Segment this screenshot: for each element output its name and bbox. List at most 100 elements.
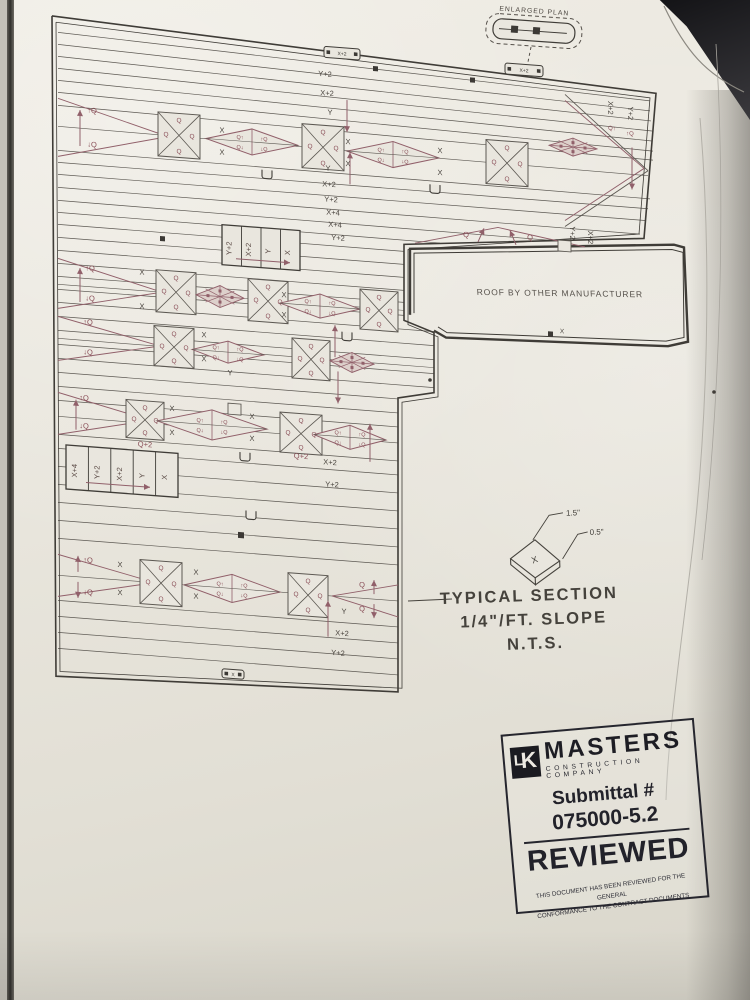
cricket-taper <box>564 100 645 169</box>
plan-label: Q <box>319 357 324 364</box>
dim-leader-1 <box>532 512 564 541</box>
plan-label: Q <box>305 607 310 614</box>
panel-line <box>57 150 651 200</box>
edge-tag <box>221 668 245 680</box>
cricket-diamond-line <box>184 584 280 593</box>
cricket-xbox-diag <box>485 142 529 184</box>
typical-section-detail: X 1.5" 0.5" TYPICAL SECTION 1/4"/FT. SLO… <box>439 508 618 654</box>
plan-label: ↓Q <box>328 311 336 318</box>
edge-tag-label: X+2 <box>519 68 528 75</box>
plan-dot <box>712 390 716 394</box>
plan-label: Q <box>305 578 310 585</box>
slope-arrow-head <box>371 611 377 619</box>
hatch-dot <box>361 361 365 365</box>
plan-label: Q <box>504 176 509 183</box>
plan-label: ↑Q <box>358 432 366 439</box>
plan-label: X <box>117 560 122 569</box>
plan-label: Q <box>159 343 164 350</box>
plan-label: X <box>201 330 206 339</box>
plan-label: Q <box>176 148 181 155</box>
taper-block-thickness <box>509 558 561 586</box>
plan-label: Q <box>173 275 178 282</box>
panel-line <box>57 502 399 530</box>
panel-line <box>57 434 399 462</box>
plan-label: Q <box>463 230 469 239</box>
panel-line <box>57 632 399 660</box>
taper-cell-label: X+2 <box>115 467 124 481</box>
plan-label: Q <box>365 306 370 313</box>
hatch-dot <box>571 140 575 145</box>
company-name-block: MASTERS CONSTRUCTION COMPANY <box>543 726 690 780</box>
plan-label: ↑Q <box>260 137 268 144</box>
page-right-curve <box>665 117 708 801</box>
plan-label: Q <box>142 430 147 437</box>
plan-label: X+2 <box>323 457 337 467</box>
bottom-shadow <box>0 930 750 1000</box>
slope-arrow-head <box>344 125 350 133</box>
plan-label: Q↑ <box>216 581 223 588</box>
plan-label: ↓Q <box>358 442 366 449</box>
plan-label: ↑Q <box>240 583 248 590</box>
plan-label: ↓Q <box>83 347 93 357</box>
edge-tag-mark <box>353 52 358 57</box>
plan-label: Q <box>176 117 181 124</box>
panel-line <box>549 144 597 150</box>
hatch-dot <box>571 149 575 154</box>
enlarged-plan-dashed-outline <box>485 13 583 50</box>
cricket-taper <box>57 257 163 293</box>
cricket-taper <box>331 584 399 597</box>
plan-label: Q↑ <box>236 135 243 142</box>
plan-label: Q↑ <box>212 345 219 352</box>
plan-label: X <box>193 568 198 577</box>
plan-label: ROOF BY OTHER MANUFACTURER <box>476 287 643 299</box>
plan-label: ↑Q <box>220 420 228 427</box>
plan-label: Q <box>163 131 168 138</box>
tick-mark <box>470 77 475 83</box>
taper-cell-label: Y <box>137 473 146 479</box>
roof-drain <box>341 331 353 342</box>
plan-label: Q↓ <box>334 440 341 447</box>
hatch-dot <box>339 360 343 364</box>
plan-label: Q <box>158 565 163 572</box>
plan-label: X <box>117 588 122 597</box>
cricket-diamond-line <box>192 349 264 356</box>
plan-label: Q <box>359 580 365 589</box>
tick-mark <box>238 531 244 539</box>
taper-block-label: X <box>530 554 539 565</box>
edge-tag-mark <box>507 66 512 71</box>
plan-label: Q <box>173 304 178 311</box>
panel-line <box>58 276 404 303</box>
plan-label: Q↑ <box>196 418 203 425</box>
cricket-ridge <box>414 226 586 248</box>
panel-line <box>330 360 374 365</box>
typical-section-slope: 1/4"/FT. SLOPE <box>460 608 607 631</box>
slope-arrow-head <box>332 325 338 332</box>
slope-arrow <box>86 481 150 488</box>
cricket-xbox-diag <box>125 402 165 438</box>
page-top-curl-line <box>663 5 745 93</box>
plan-label: Q <box>171 358 176 365</box>
plan-label: X <box>437 168 442 177</box>
page-edge <box>7 0 14 1000</box>
plan-label: Q↓ <box>304 309 311 316</box>
hatch-dot <box>218 289 222 293</box>
plan-label: ↓Q <box>220 430 228 437</box>
plan-label: ↑Q <box>79 393 89 403</box>
tick-mark <box>373 66 378 72</box>
plan-label: X <box>281 290 286 299</box>
plan-label: Q <box>307 143 312 150</box>
slope-arrow-head <box>478 228 485 236</box>
tick-mark <box>548 331 553 337</box>
panel-line <box>57 200 561 242</box>
plan-label: ↓Q <box>236 357 244 364</box>
panel-line <box>57 105 654 161</box>
slope-arrow-head <box>144 483 150 490</box>
cricket-taper <box>57 291 163 309</box>
cricket-xbox-diag <box>247 281 289 321</box>
masters-logo-icon: L K <box>509 745 542 779</box>
plan-label: ↓Q <box>83 587 93 597</box>
plan-label: Q <box>333 145 338 152</box>
plan-label: Q <box>293 591 298 598</box>
logo-letter-k: K <box>519 746 538 773</box>
plan-label: ↑Q <box>401 149 409 156</box>
